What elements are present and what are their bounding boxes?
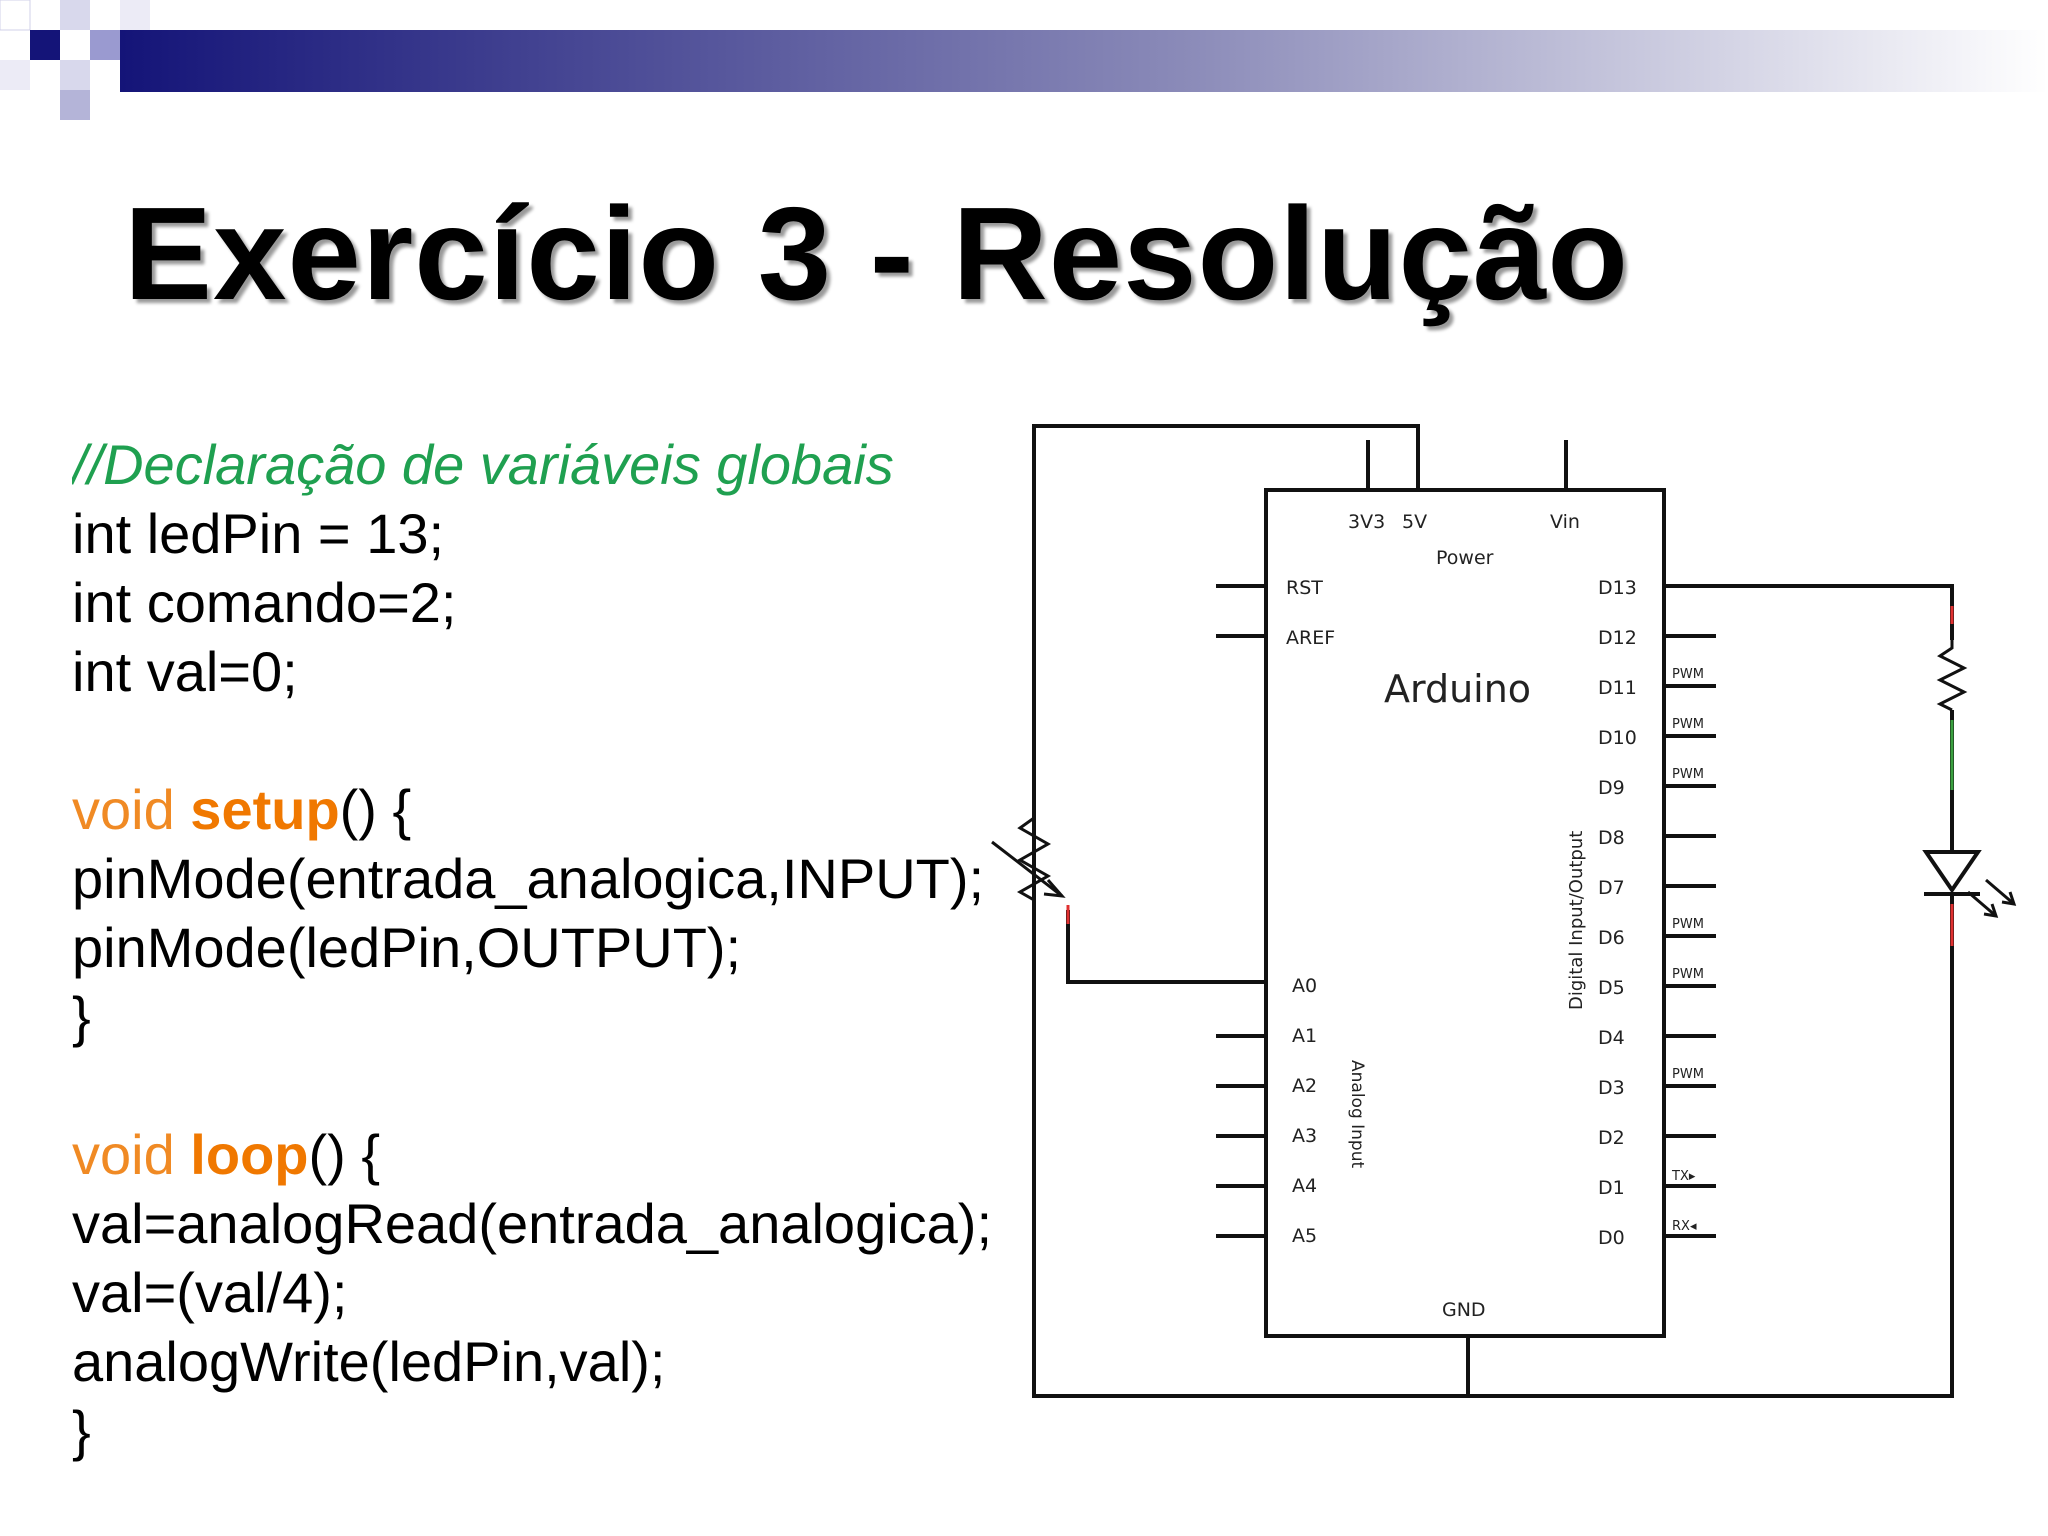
digital-section-label: Digital Input/Output (1566, 831, 1587, 1010)
banner-square (60, 0, 90, 30)
code-function-name: loop (190, 1123, 309, 1186)
power-section-label: Power (1436, 547, 1494, 569)
pwm-marker: PWM (1672, 1067, 1704, 1082)
potentiometer-symbol (991, 800, 1066, 910)
code-listing: //Declaração de variáveis globais int le… (72, 430, 1032, 1500)
pin-label-d5: D5 (1598, 977, 1625, 999)
led-symbol (1922, 850, 2017, 946)
code-line: } (72, 1399, 91, 1462)
pwm-marker: PWM (1672, 917, 1704, 932)
code-keyword: void (72, 778, 191, 841)
pin-label-a5: A5 (1292, 1225, 1317, 1247)
analog-section-label: Analog Input (1347, 1060, 1367, 1168)
code-line: val=(val/4); (72, 1261, 348, 1324)
code-line: int val=0; (72, 640, 298, 703)
slide-title: Exercício 3 - Resolução (124, 180, 1629, 327)
pin-label-d4: D4 (1598, 1027, 1625, 1049)
slide-banner (0, 0, 2048, 120)
code-text: () { (339, 778, 412, 841)
pin-label-aref: AREF (1286, 627, 1335, 649)
banner-square (30, 30, 60, 60)
pin-label-a2: A2 (1292, 1075, 1317, 1097)
pwm-marker: PWM (1672, 717, 1704, 732)
pin-label-d3: D3 (1598, 1077, 1625, 1099)
code-loop-header: void loop() { (72, 1120, 1032, 1189)
tx-marker: TX▸ (1671, 1169, 1696, 1184)
pin-label-d10: D10 (1598, 727, 1637, 749)
pin-label-d8: D8 (1598, 827, 1625, 849)
banner-square (60, 90, 90, 120)
banner-gradient-bar (120, 30, 2048, 92)
banner-square (90, 30, 120, 60)
code-line: val=analogRead(entrada_analogica); (72, 1192, 993, 1255)
pin-label-a0: A0 (1292, 975, 1317, 997)
code-function-name: setup (190, 778, 340, 841)
left-pin-stubs (1216, 584, 1266, 1238)
wire-5v (1032, 424, 1420, 982)
pin-label-d1: D1 (1598, 1177, 1625, 1199)
pin-label-d0: D0 (1598, 1227, 1625, 1249)
wire-d13 (1664, 584, 1954, 640)
pwm-labels: PWM PWM PWM PWM PWM PWM TX▸ RX◂ (1671, 667, 1704, 1234)
code-setup-header: void setup() { (72, 775, 1032, 844)
code-keyword: void (72, 1123, 191, 1186)
pin-label-d12: D12 (1598, 627, 1637, 649)
resistor-symbol (1936, 640, 1968, 712)
banner-square (60, 60, 90, 90)
code-line: pinMode(ledPin,OUTPUT); (72, 916, 742, 979)
banner-square (0, 60, 30, 90)
code-line: int ledPin = 13; (72, 502, 445, 565)
board-name: Arduino (1384, 667, 1531, 711)
code-line: } (72, 985, 91, 1048)
pin-label-d9: D9 (1598, 777, 1625, 799)
rx-marker: RX◂ (1672, 1219, 1697, 1234)
code-text: () { (308, 1123, 381, 1186)
pwm-marker: PWM (1672, 667, 1704, 682)
pin-label-d7: D7 (1598, 877, 1625, 899)
banner-square (0, 0, 31, 31)
banner-square (120, 0, 150, 30)
pin-label-d11: D11 (1598, 677, 1637, 699)
pwm-marker: PWM (1672, 767, 1704, 782)
wire-gnd (1032, 928, 1954, 1398)
right-pin-stubs (1664, 634, 1716, 1238)
pin-label-vin: Vin (1550, 511, 1580, 533)
pin-label-d13: D13 (1598, 577, 1637, 599)
pin-label-3v3: 3V3 (1348, 511, 1385, 533)
code-line: int comando=2; (72, 571, 457, 634)
pin-label-d6: D6 (1598, 927, 1625, 949)
pin-label-a1: A1 (1292, 1025, 1317, 1047)
pwm-marker: PWM (1672, 967, 1704, 982)
arduino-board-outline (1264, 488, 1666, 1338)
pin-label-5v: 5V (1402, 511, 1427, 533)
code-comment: //Declaração de variáveis globais (72, 433, 894, 496)
wire-a0 (1066, 910, 1266, 984)
pin-label-a3: A3 (1292, 1125, 1317, 1147)
pin-label-rst: RST (1286, 577, 1323, 599)
pin-label-a4: A4 (1292, 1175, 1317, 1197)
gnd-label: GND (1442, 1299, 1486, 1321)
pin-label-d2: D2 (1598, 1127, 1625, 1149)
code-line: pinMode(entrada_analogica,INPUT); (72, 847, 985, 910)
code-line: analogWrite(ledPin,val); (72, 1330, 666, 1393)
